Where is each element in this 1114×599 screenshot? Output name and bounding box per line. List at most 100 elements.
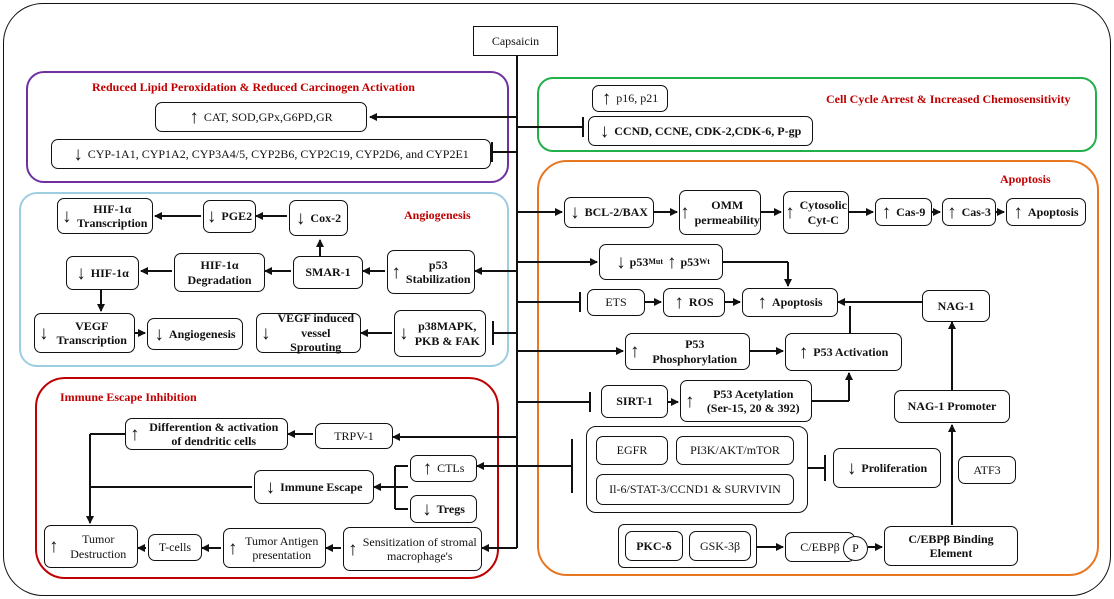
apoptosis-end-box: ↑Apoptosis xyxy=(1006,198,1086,226)
down-arrow-icon: ↓ xyxy=(399,323,409,344)
tregs-box: ↓Tregs xyxy=(410,495,477,523)
antioxidants-label: CAT, SOD,GPx,G6PD,GR xyxy=(203,109,333,124)
up-arrow-icon: ↑ xyxy=(130,423,140,445)
dendritic-label: Differention & activation of dendritic c… xyxy=(149,419,279,448)
pi3k-box: PI3K/AKT/mTOR xyxy=(676,436,794,465)
down-arrow-icon: ↓ xyxy=(73,143,83,165)
down-arrow-icon: ↓ xyxy=(599,120,610,142)
up-arrow-icon: ↑ xyxy=(947,201,957,223)
bcl2-box: ↓ BCL-2/BAX xyxy=(564,197,654,228)
cyt-box: ↑Cytosolic Cyt-C xyxy=(783,191,849,234)
ets-label: ETS xyxy=(605,295,627,310)
up-arrow-icon: ↑ xyxy=(674,292,684,313)
immune-escape-label: Immune Escape xyxy=(280,479,363,494)
cebp-binding-box: C/EBPβ Binding Element xyxy=(884,526,1018,566)
down-arrow-icon: ↓ xyxy=(265,476,276,498)
pge2-box: ↓ PGE2 xyxy=(203,200,256,233)
up-arrow-icon: ↑ xyxy=(189,106,199,128)
up-arrow-icon: ↑ xyxy=(422,458,433,479)
immune-escape-box: ↓ Immune Escape xyxy=(254,470,374,504)
wt-subscript: Wt xyxy=(699,257,710,267)
title-lipid: Reduced Lipid Peroxidation & Reduced Car… xyxy=(92,80,415,94)
p53-phos-box: ↑P53 Phosphorylation xyxy=(625,333,750,370)
cas9-label: Cas-9 xyxy=(896,204,926,219)
gsk-box: GSK-3β xyxy=(689,531,751,561)
pkc-box: PKC-δ xyxy=(625,531,683,561)
up-arrow-icon: ↑ xyxy=(881,201,892,223)
down-arrow-icon: ↓ xyxy=(616,251,626,273)
omm-label: OMM permeability xyxy=(694,198,760,227)
capsaicin-label: Capsaicin xyxy=(491,33,540,48)
ccnd-box: ↓CCND, CCNE, CDK-2,CDK-6, P-gp xyxy=(588,116,813,146)
trpv1-box: TRPV-1 xyxy=(315,423,393,449)
down-arrow-icon: ↓ xyxy=(261,322,271,344)
down-arrow-icon: ↓ xyxy=(62,205,72,227)
up-arrow-icon: ↑ xyxy=(680,202,690,223)
up-arrow-icon: ↑ xyxy=(348,538,358,560)
title-apoptosis: Apoptosis xyxy=(1000,172,1051,186)
pkc-label: PKC-δ xyxy=(636,538,672,553)
p53-stab-label: p53 Stabilization xyxy=(405,257,471,286)
p38-box: ↓p38MAPK, PKB & FAK xyxy=(394,310,486,357)
panel-apoptosis xyxy=(537,160,1099,576)
down-arrow-icon: ↓ xyxy=(206,206,217,227)
trpv1-label: TRPV-1 xyxy=(334,428,374,443)
apoptosis-end-label: Apoptosis xyxy=(1027,204,1079,219)
macrophage-label: Sensitization of stromal macrophage's xyxy=(362,534,477,563)
vegf-sprout-box: ↓VEGF induced vessel Sprouting xyxy=(256,311,361,354)
atf3-label: ATF3 xyxy=(973,462,1001,477)
ros-box: ↑ROS xyxy=(663,288,725,317)
up-arrow-icon: ↑ xyxy=(228,537,238,559)
antigen-box: ↑ Tumor Antigen presentation xyxy=(223,528,326,568)
p53-phos-label: P53 Phosphorylation xyxy=(652,337,738,366)
egfr-label: EGFR xyxy=(616,443,648,458)
title-cell-cycle: Cell Cycle Arrest & Increased Chemosensi… xyxy=(826,92,1071,106)
up-arrow-icon: ↑ xyxy=(685,390,695,412)
panel-cell-cycle xyxy=(537,77,1097,152)
down-arrow-icon: ↓ xyxy=(846,457,857,479)
nag1-label: NAG-1 xyxy=(937,298,975,313)
antigen-label: Tumor Antigen presentation xyxy=(245,533,319,562)
bcl2-label: BCL-2/BAX xyxy=(584,205,648,220)
cebp-label: C/EBPβ xyxy=(800,539,840,554)
nag1-promoter-box: NAG-1 Promoter xyxy=(894,390,1010,423)
pge2-label: PGE2 xyxy=(221,209,253,224)
hif-degradation-label: HIF-1α Degradation xyxy=(187,258,252,287)
antioxidants-box: ↑ CAT, SOD,GPx,G6PD,GR xyxy=(155,102,367,132)
cyt-label: Cytosolic Cyt-C xyxy=(799,198,847,227)
il6-label: Il-6/STAT-3/CCND1 & SURVIVIN xyxy=(609,482,781,497)
down-arrow-icon: ↓ xyxy=(39,322,49,344)
p38-label: p38MAPK, PKB & FAK xyxy=(414,319,480,348)
vegf-transcription-label: VEGF Transcription xyxy=(56,318,127,347)
cas3-box: ↑Cas-3 xyxy=(942,198,996,226)
mut-subscript: Mut xyxy=(648,257,663,267)
cox2-box: ↓Cox-2 xyxy=(289,200,348,236)
phospho-circle: P xyxy=(843,536,868,561)
p53-mut-label: p53 xyxy=(629,254,649,269)
egfr-box: EGFR xyxy=(596,436,668,465)
tregs-label: Tregs xyxy=(436,501,465,516)
gsk-label: GSK-3β xyxy=(699,538,741,553)
outer-frame xyxy=(3,3,1111,596)
ctls-box: ↑ CTLs xyxy=(410,455,477,482)
ctls-label: CTLs xyxy=(437,461,465,476)
up-arrow-icon: ↑ xyxy=(785,202,795,223)
p53-acet-box: ↑P53 Acetylation (Ser-15, 20 & 392) xyxy=(680,380,812,422)
tumor-destruction-label: Tumor Destruction xyxy=(70,532,127,561)
title-angiogenesis: Angiogenesis xyxy=(404,208,471,222)
pi3k-label: PI3K/AKT/mTOR xyxy=(690,443,780,458)
macrophage-box: ↑Sensitization of stromal macrophage's xyxy=(343,527,482,571)
up-arrow-icon: ↑ xyxy=(601,88,612,109)
down-arrow-icon: ↓ xyxy=(570,202,580,223)
ets-box: ETS xyxy=(587,289,645,316)
cox2-label: Cox-2 xyxy=(310,210,342,225)
hif-transcription-box: ↓HIF-1α Transcription xyxy=(57,198,153,234)
p53-wt-label: p53 xyxy=(680,254,700,269)
p16-box: ↑p16, p21 xyxy=(592,85,668,112)
atf3-box: ATF3 xyxy=(958,456,1016,484)
cas9-box: ↑ Cas-9 xyxy=(875,198,932,226)
p53-act-box: ↑P53 Activation xyxy=(785,333,902,371)
